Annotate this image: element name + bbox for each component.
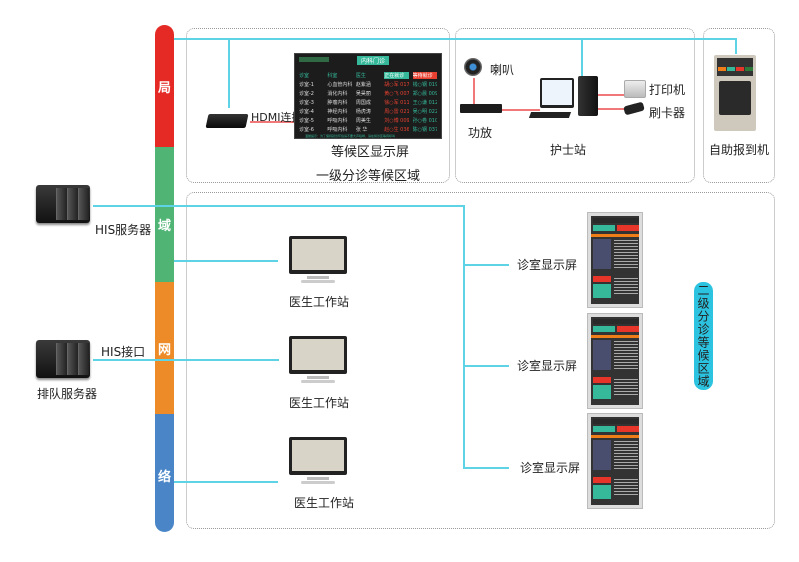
room-display-screen — [587, 212, 643, 308]
doctor-workstation-label: 医生工作站 — [289, 295, 350, 309]
speaker-label: 喇叭 — [490, 63, 515, 77]
kiosk-drop-line — [735, 38, 737, 54]
network-bar-segment-local: 局 — [155, 25, 174, 147]
zone2-region — [186, 192, 775, 529]
hdmi-cable-line — [250, 121, 294, 123]
zone2-title-pill: 二级分诊等候区域 — [694, 282, 713, 390]
header-waiting: 等待就诊 — [412, 72, 438, 79]
doctor-workstation-label: 医生工作站 — [289, 396, 350, 410]
printer-icon — [624, 80, 646, 98]
kiosk-label: 自助报到机 — [709, 143, 770, 157]
header-current: 正在就诊 — [384, 72, 409, 79]
doctor-workstation-icon — [289, 437, 347, 489]
hdmi-box-icon — [205, 114, 249, 128]
header-doctor: 医生 — [355, 73, 366, 79]
keyboard-icon — [528, 112, 572, 118]
room-display-screen — [587, 413, 643, 509]
hdmi-label: HDMI连接 — [251, 111, 303, 124]
header-room: 诊室 — [299, 73, 310, 79]
doctor-ws-1-line — [174, 260, 278, 262]
kiosk-icon — [714, 55, 756, 131]
network-bar-segment-area: 域 — [155, 147, 174, 282]
screen-footer: 温馨提示：为了保持就诊环境请不要大声喧哗，请在候诊区等待呼叫 — [305, 134, 396, 138]
station-cardreader-line — [598, 108, 626, 110]
segment-label: 局 — [157, 80, 171, 96]
nurse-station-drop-line — [581, 38, 583, 78]
room-screen-trunk-line — [463, 205, 465, 469]
screen-department: 内科门诊 — [357, 56, 390, 65]
queue-server-line — [93, 359, 279, 361]
amplifier-icon — [460, 104, 502, 113]
segment-label: 网 — [157, 342, 171, 358]
station-printer-line — [598, 94, 626, 96]
doctor-ws-3-line — [174, 481, 278, 483]
printer-label: 打印机 — [649, 83, 686, 97]
room-display-screen — [587, 313, 643, 409]
nurse-station-region — [455, 28, 695, 183]
room-screen-2-line — [463, 365, 509, 367]
zone1-title: 一级分诊等候区域 — [316, 169, 421, 184]
room-screen-label: 诊室显示屏 — [517, 258, 578, 272]
room-screen-1-line — [463, 264, 509, 266]
nurse-pc-monitor-icon — [540, 78, 574, 108]
room-screen-label: 诊室显示屏 — [520, 461, 581, 475]
network-bar-segment-net: 网 — [155, 282, 174, 414]
segment-label: 络 — [157, 470, 171, 485]
speaker-icon — [464, 58, 482, 76]
hdmi-box-drop-line — [228, 38, 230, 108]
network-bar-segment-link: 络 — [155, 414, 174, 532]
nurse-pc-tower-icon — [578, 76, 598, 116]
zone1-region — [186, 28, 450, 183]
queue-server-icon — [36, 340, 90, 378]
amp-station-line — [500, 109, 540, 111]
kiosk-region — [703, 28, 775, 183]
room-screen-3-line — [463, 467, 509, 469]
his-server-icon — [36, 185, 90, 223]
segment-label: 域 — [157, 219, 171, 234]
top-network-line — [174, 38, 737, 40]
his-server-label: HIS服务器 — [95, 223, 152, 237]
doctor-workstation-icon — [289, 236, 347, 288]
card-reader-label: 刷卡器 — [649, 106, 686, 120]
header-dept: 科室 — [327, 73, 338, 79]
waiting-screen-label: 等候区显示屏 — [331, 145, 410, 160]
doctor-workstation-label: 医生工作站 — [294, 496, 355, 510]
his-interface-label: HIS接口 — [101, 345, 146, 359]
doctor-workstation-icon — [289, 336, 347, 388]
speaker-amp-line — [473, 78, 475, 108]
queue-server-label: 排队服务器 — [37, 387, 98, 401]
room-screen-label: 诊室显示屏 — [517, 359, 578, 373]
nurse-station-label: 护士站 — [550, 143, 587, 157]
amplifier-label: 功放 — [468, 126, 493, 140]
his-server-line — [93, 205, 464, 207]
